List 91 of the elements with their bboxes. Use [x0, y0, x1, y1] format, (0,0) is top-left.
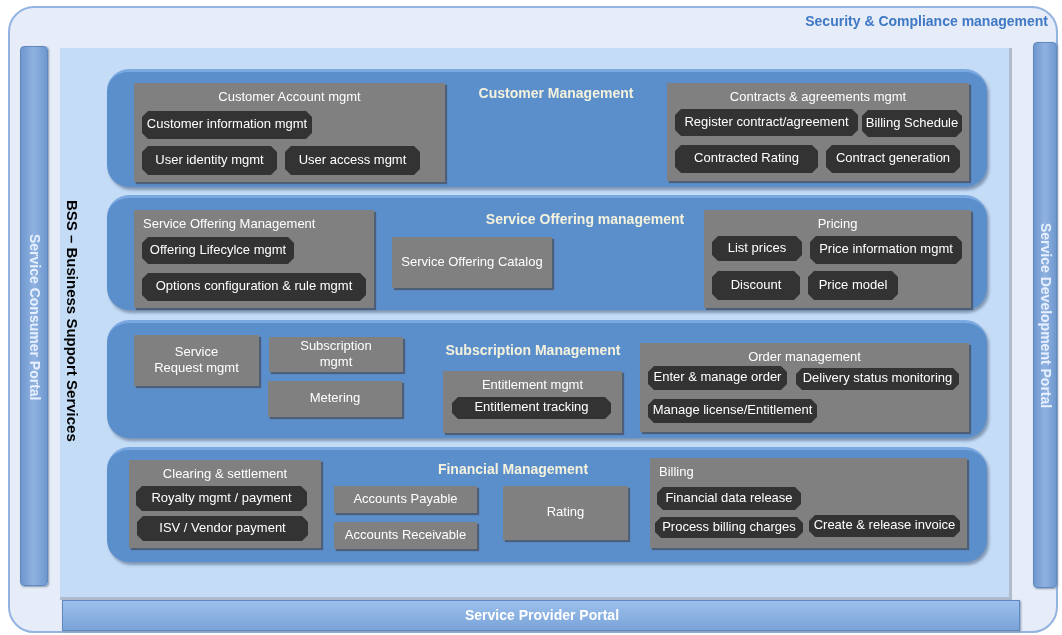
function-label: Royalty mgmt / payment [151, 489, 292, 506]
portal-bar [62, 600, 1020, 631]
domain-band [107, 69, 987, 187]
module-label: Subscription mgmt [299, 337, 373, 370]
function-chip [136, 486, 307, 511]
function-chip [142, 111, 312, 139]
function-chip [648, 366, 787, 390]
function-label: Price model [818, 276, 888, 293]
services-panel [60, 48, 1012, 600]
module-box [268, 381, 402, 417]
function-chip [137, 516, 308, 541]
function-chip [675, 145, 818, 173]
module-label: Order management [748, 349, 861, 365]
function-label: Financial data release [665, 489, 793, 506]
module-box [334, 522, 477, 549]
module-label: Rating [546, 504, 585, 520]
function-chip [655, 517, 803, 538]
module-box [704, 210, 971, 308]
module-box [134, 83, 445, 182]
module-label: Accounts Payable [353, 490, 458, 507]
domain-band [107, 320, 987, 438]
domain-band [107, 447, 987, 562]
module-label: Service Request mgmt [153, 343, 240, 376]
module-box [503, 486, 628, 540]
portal-label: Service Provider Portal [464, 607, 620, 624]
function-chip [796, 368, 959, 390]
module-label: Metering [309, 390, 361, 406]
function-label: Delivery status monitoring [802, 370, 953, 386]
frame-title: Security & Compliance management [805, 13, 1048, 30]
module-label: Service Offering Management [143, 216, 316, 232]
module-box [640, 343, 969, 432]
function-chip [712, 271, 800, 300]
function-chip [675, 109, 858, 136]
function-label: Enter & manage order [653, 369, 782, 385]
portal-bar [1033, 42, 1057, 588]
function-label: Billing Schedule [865, 114, 959, 131]
function-chip [452, 397, 611, 419]
module-box [134, 210, 374, 308]
function-label: Contracted Rating [694, 150, 799, 166]
module-box [667, 83, 969, 181]
module-label: Pricing [817, 216, 858, 232]
portal-label: Service Development Portal [1037, 223, 1055, 409]
panel-title: BSS – Business Support Services [63, 200, 81, 442]
function-label: User identity mgmt [155, 151, 264, 168]
portal-label: Service Consumer Portal [26, 233, 44, 401]
function-label: Discount [730, 276, 782, 293]
module-label: Contracts & agreements mgmt [729, 89, 907, 105]
function-label: Price information mgmt [819, 241, 953, 257]
module-label: Customer Account mgmt [218, 89, 361, 105]
function-label: Entitlement tracking [474, 399, 589, 415]
portal-bar [20, 46, 48, 586]
band-title: Service Offering management [485, 211, 685, 228]
function-label: Register contract/agreement [684, 113, 849, 130]
module-box [650, 458, 967, 548]
function-label: Manage license/Entitlement [652, 402, 813, 418]
function-label: User access mgmt [298, 151, 407, 168]
module-box [443, 371, 622, 433]
function-chip [142, 146, 277, 175]
band-title: Subscription Management [445, 342, 621, 359]
function-chip [142, 237, 294, 264]
function-label: Create & release invoice [813, 517, 956, 533]
function-label: Options configuration & rule mgmt [155, 278, 353, 294]
module-box [334, 486, 477, 513]
module-label: Service Offering Catalog [401, 253, 543, 270]
function-chip [810, 236, 962, 264]
module-box [392, 237, 552, 288]
module-box [129, 460, 321, 548]
function-label: List prices [727, 239, 787, 256]
module-label: Clearing & settlement [162, 466, 288, 482]
function-label: Offering Lifecylce mgmt [149, 241, 287, 258]
function-chip [142, 273, 366, 301]
function-chip [657, 487, 801, 510]
function-chip [648, 399, 817, 423]
function-label: ISV / Vendor payment [159, 519, 286, 536]
module-box [134, 335, 259, 386]
function-chip [826, 145, 960, 173]
security-frame [8, 6, 1058, 633]
function-chip [862, 110, 962, 137]
module-label: Entitlement mgmt [481, 377, 584, 393]
function-chip [808, 271, 898, 300]
band-title: Customer Management [478, 85, 634, 102]
domain-band [107, 195, 987, 310]
function-label: Contract generation [835, 150, 951, 166]
function-chip [712, 236, 802, 261]
module-box [269, 337, 403, 372]
function-label: Process billing charges [662, 518, 796, 535]
function-chip [285, 146, 420, 175]
module-label: Accounts Receivable [344, 526, 467, 543]
band-title: Financial Management [437, 461, 589, 478]
function-label: Customer information mgmt [146, 116, 308, 132]
module-label: Billing [659, 464, 694, 480]
